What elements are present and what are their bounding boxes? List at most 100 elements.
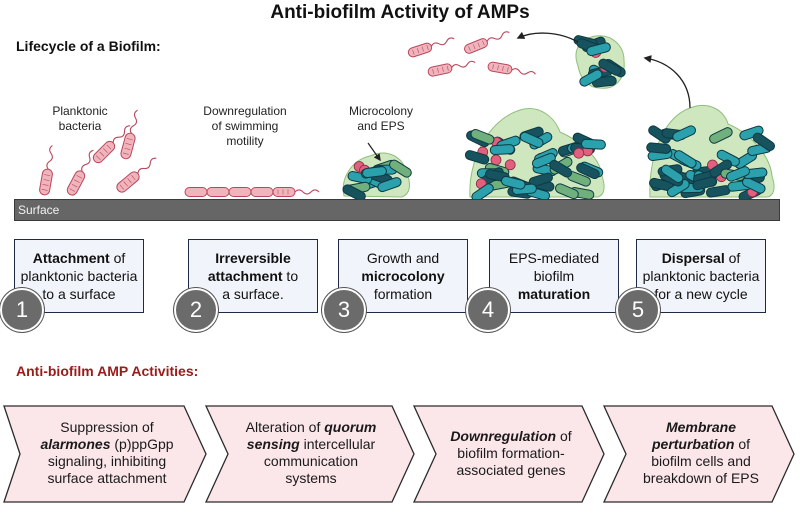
amp-text-line: Suppression of — [60, 419, 154, 435]
planktonic-label-line: Planktonic — [52, 104, 108, 118]
step-text: Irreversible — [215, 250, 291, 266]
step-box-4: EPS-mediated biofilm maturation — [489, 239, 619, 313]
page-title: Anti-biofilm Activity of AMPs — [270, 2, 530, 23]
downregulation-label: Downregulation of swimming motility — [180, 104, 310, 149]
biofilm-cell — [464, 150, 490, 165]
maturing-biofilm — [464, 108, 606, 202]
amp-text-line: breakdown of EPS — [643, 470, 759, 486]
amp-text-line: (p)ppGpp — [110, 436, 174, 452]
attached-bacterium — [184, 187, 208, 197]
biofilm-cell — [660, 164, 684, 184]
amp-text-line: biofilm cells and — [651, 453, 751, 469]
biofilm-cell — [489, 144, 515, 156]
biofilm-cell — [648, 125, 671, 144]
dispersed-bacterium — [427, 60, 476, 77]
amp-text-line: intercellular — [299, 436, 376, 452]
microcolony-label: Microcolony and EPS — [336, 104, 426, 134]
amp-text-line: Downregulation — [450, 427, 557, 444]
dispersal-arrow — [643, 55, 691, 109]
coccus-cell — [573, 147, 585, 159]
amp-chevron-3 — [412, 405, 605, 503]
amp-chevron-row — [3, 405, 795, 503]
biofilm-cell — [555, 183, 579, 200]
biofilm-cell — [389, 159, 412, 178]
biofilm-cell — [742, 177, 766, 194]
microcolony-label-line: Microcolony — [348, 104, 414, 118]
planktonic-bacterium — [92, 125, 131, 164]
amp-text-line: biofilm formation- — [457, 444, 565, 461]
biofilm-illustration — [39, 31, 775, 202]
lifecycle-heading: Lifecycle of a Biofilm: — [16, 38, 161, 54]
amp-text-line: signaling, inhibiting — [47, 453, 167, 469]
step-text: maturation — [517, 286, 591, 302]
dispersed-bacterium — [464, 31, 510, 54]
dispersing-cluster — [573, 35, 626, 89]
biofilm-cell — [692, 176, 717, 191]
release-arrow — [516, 31, 579, 43]
dispersed-bacterium — [407, 37, 455, 58]
attached-bacteria — [184, 187, 320, 197]
step-number-4: 4 — [466, 288, 510, 332]
amp-chevron-2 — [204, 405, 415, 503]
biofilm-cell — [709, 127, 733, 144]
step-text: of — [109, 250, 126, 266]
step-number-2: 2 — [174, 288, 218, 332]
amp-activity-3: Downregulation of biofilm formation- ass… — [432, 405, 590, 501]
planktonic-bacterium — [120, 109, 138, 160]
step-box-2: Irreversible attachment to a surface. — [188, 239, 318, 313]
coccus-cell — [504, 159, 516, 171]
biofilm-cell — [362, 166, 387, 178]
biofilm-cell — [586, 42, 611, 57]
dispersed-bacteria — [407, 31, 536, 77]
planktonic-bacterium — [66, 149, 94, 196]
microcolony-cluster — [342, 152, 412, 202]
biofilm-cell — [470, 128, 495, 145]
biofilm-cell — [646, 142, 672, 154]
eps-pointer-arrow — [367, 142, 381, 162]
amp-activities-heading: Anti-biofilm AMP Activities: — [16, 363, 199, 379]
step-text: microcolony — [361, 268, 445, 284]
step-text: Dispersal — [661, 250, 725, 266]
step-box-3: Growth and microcolony formation — [338, 239, 468, 313]
biofilm-cell — [519, 131, 544, 148]
amp-text-line: of — [556, 427, 572, 444]
biofilm-cell — [598, 58, 622, 76]
step-text: formation — [373, 286, 433, 302]
amp-text-line: systems — [285, 470, 337, 486]
step-text: a surface. — [222, 286, 284, 302]
amp-text-line: Alteration of — [245, 419, 325, 435]
step-text: EPS-mediated — [508, 250, 600, 266]
mature-biofilm — [646, 104, 775, 202]
amp-text-line: surface attachment — [47, 470, 167, 486]
step-text: Attachment — [32, 250, 110, 266]
amp-activity-2: Alteration of quorum sensing intercellul… — [226, 405, 396, 501]
amp-text-line: associated genes — [456, 461, 566, 478]
step-text: biofilm — [533, 268, 575, 284]
biofilm-cell — [531, 152, 556, 169]
downregulation-label-line: of swimming — [211, 119, 279, 133]
step-text: of — [724, 250, 741, 266]
coccus-cell — [490, 154, 502, 166]
step-text: to a surface — [42, 286, 116, 302]
step-text: Growth and — [366, 250, 440, 266]
biofilm-cell — [579, 69, 603, 87]
biofilm-cell — [672, 125, 696, 142]
step-number-5: 5 — [616, 288, 660, 332]
biofilm-cell — [377, 177, 402, 193]
biofilm-cell — [673, 150, 697, 169]
biofilm-cell — [752, 132, 775, 152]
step-text: planktonic bacteria — [642, 268, 760, 284]
amp-chevron-4 — [602, 405, 795, 503]
planktonic-bacteria — [39, 109, 157, 196]
step-number-3: 3 — [322, 288, 366, 332]
biofilm-cell — [342, 184, 366, 202]
step-text: planktonic bacteria — [20, 268, 138, 284]
amp-text-line: communication — [263, 453, 359, 469]
attached-bacterium — [250, 187, 274, 197]
downregulation-label-line: Downregulation — [203, 104, 287, 118]
planktonic-bacterium — [116, 157, 157, 193]
biofilm-cell — [549, 159, 573, 178]
planktonic-bacterium — [39, 145, 53, 196]
step-number-1: 1 — [0, 288, 44, 332]
amp-activity-1: Suppression of alarmones (p)ppGpp signal… — [22, 405, 192, 501]
